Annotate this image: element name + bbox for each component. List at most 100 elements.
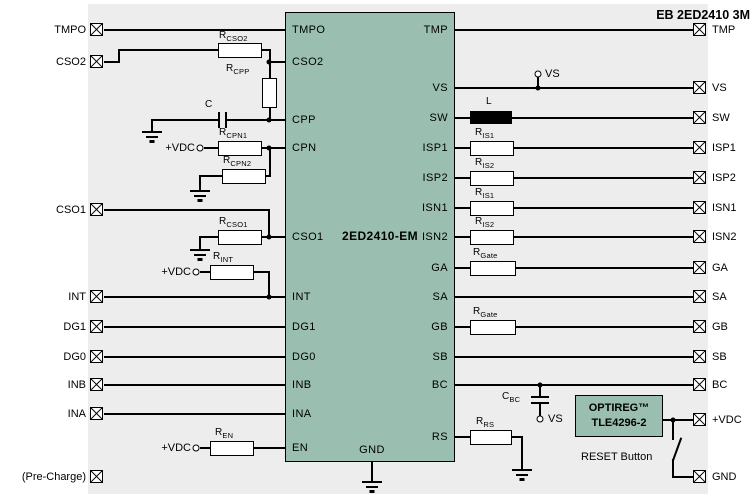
wire (204, 147, 218, 149)
resistor-ris2-isn2 (470, 230, 514, 245)
ic-pin-sw: SW (429, 112, 448, 124)
terminal-bc (693, 378, 706, 391)
vdc-node-circle (196, 144, 204, 152)
resistor-rgate-gb (470, 320, 516, 335)
wire (514, 207, 694, 209)
wire (254, 271, 270, 273)
resistor-rcpn1 (218, 141, 262, 156)
wire (268, 236, 285, 238)
terminal-cso1 (90, 203, 103, 216)
wire (151, 119, 153, 132)
wire (118, 49, 120, 63)
ic-pin-tmpo: TMPO (292, 24, 326, 36)
vdc-node-circle (192, 268, 200, 276)
wire (455, 147, 470, 149)
label-rcpp: RCPP (226, 63, 250, 76)
wire (104, 384, 285, 386)
terminal-label-inb: INB (67, 379, 86, 391)
ic-pin-inb: INB (292, 379, 312, 391)
terminal-cso2 (90, 55, 103, 68)
label-rcpn2: RCPN2 (223, 155, 252, 168)
ic-pin-tmp: TMP (423, 24, 448, 36)
terminal-label-isp2: ISP2 (712, 172, 736, 184)
ic-pin-cso2: CSO2 (292, 56, 324, 68)
terminal-tmpo (90, 23, 103, 36)
ic-pin-bc: BC (431, 379, 448, 391)
ic-pin-dg0: DG0 (292, 351, 316, 363)
terminal-label-tmp: TMP (712, 24, 736, 36)
wire (104, 326, 285, 328)
terminal-tmp (693, 23, 706, 36)
ic-pin-ina: INA (292, 408, 312, 420)
reset-switch-bottom-stub (672, 459, 674, 478)
ic-pin-isp1: ISP1 (422, 142, 448, 154)
wire (512, 117, 694, 119)
wire (455, 29, 694, 31)
terminal-sb (693, 350, 706, 363)
ic-pin-cpp: CPP (292, 114, 316, 126)
terminal-label-isn1: ISN1 (712, 202, 737, 214)
wire (104, 296, 285, 298)
ic-pin-vs: VS (432, 82, 448, 94)
terminal-inb (90, 378, 103, 391)
ic-pin-sa: SA (432, 291, 448, 303)
resistor-rcso1 (218, 230, 262, 245)
terminal-label-bc: BC (712, 379, 728, 391)
terminal-sa (693, 290, 706, 303)
terminal-label-isn2: ISN2 (712, 231, 737, 243)
terminal-isn2 (693, 230, 706, 243)
wire (521, 436, 523, 469)
regulator-brand: OPTIREG™ (588, 402, 650, 414)
wire (455, 87, 694, 89)
ground-symbol (362, 481, 382, 493)
net-label-vdc-cpn: +VDC (165, 142, 195, 154)
ground-symbol (512, 469, 532, 481)
resistor-rcpp (262, 78, 277, 108)
wire (118, 49, 218, 51)
regulator-part-number: TLE4296-2 (591, 417, 647, 429)
wire (151, 119, 219, 121)
resistor-ren (210, 441, 254, 456)
label-ris2-b: RIS2 (475, 216, 495, 229)
wire (455, 207, 470, 209)
ground-symbol (190, 190, 210, 202)
ground-symbol (190, 249, 210, 261)
wire (269, 61, 271, 79)
wire (104, 209, 270, 211)
net-label-vs-top: VS (545, 68, 560, 80)
terminal-ga (693, 261, 706, 274)
terminal-label-dg0: DG0 (63, 351, 86, 363)
wire (269, 49, 271, 63)
wire (269, 61, 285, 63)
resistor-rcpn2 (222, 169, 266, 184)
terminal-label-sb: SB (712, 351, 727, 363)
ic-pin-dg1: DG1 (292, 321, 316, 333)
wire (199, 236, 201, 249)
net-label-vdc-en: +VDC (161, 442, 191, 454)
junction-dot (537, 382, 543, 388)
label-rcso1: RCSO1 (219, 216, 248, 229)
wire (455, 384, 694, 386)
resistor-rgate-ga (470, 261, 516, 276)
label-ris1-a: RIS1 (475, 127, 495, 140)
terminal-label-vs: VS (712, 82, 727, 94)
terminal-vs (693, 81, 706, 94)
terminal-label-vdc: +VDC (712, 414, 742, 426)
wire (104, 356, 285, 358)
terminal-label-pre-charge: (Pre-Charge) (21, 471, 86, 483)
vs-node-circle (534, 70, 542, 78)
ic-pin-isn2: ISN2 (421, 231, 448, 243)
resistor-rint (210, 265, 254, 280)
terminal-ina (90, 407, 103, 420)
vdc-node-circle (192, 444, 200, 452)
ic-pin-gb: GB (431, 321, 448, 333)
resistor-ris2-isp2 (470, 171, 514, 186)
wire (269, 147, 271, 177)
reset-button-label: RESET Button (581, 451, 653, 463)
vs-node-circle (536, 415, 544, 423)
terminal-sw (693, 111, 706, 124)
wire (455, 236, 470, 238)
capacitor-cbc-plate (531, 402, 549, 405)
wire (254, 447, 285, 449)
